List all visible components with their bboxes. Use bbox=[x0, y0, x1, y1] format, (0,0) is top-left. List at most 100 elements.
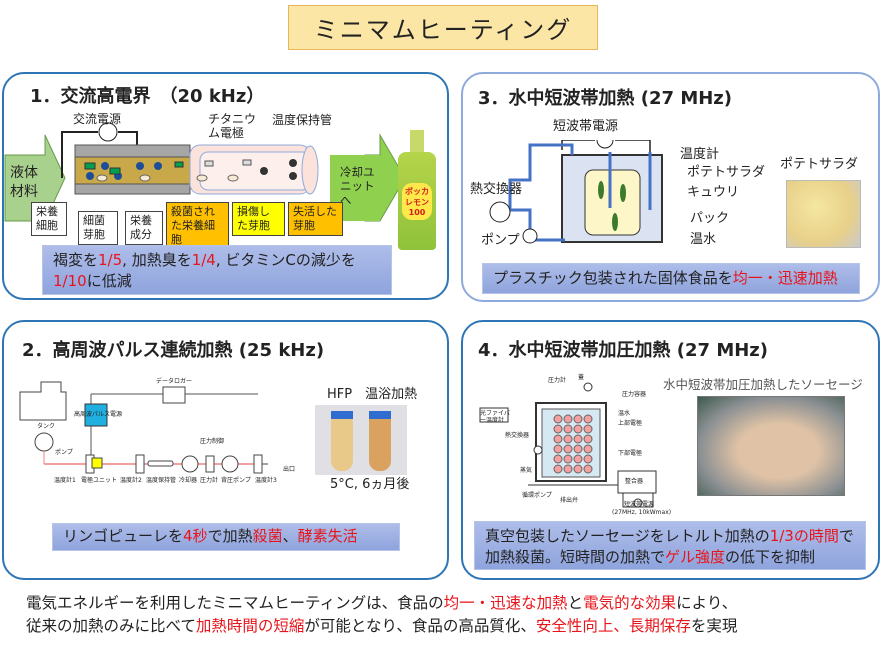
panel-heading: 2．高周波パルス連続加熱 (25 kHz) bbox=[22, 340, 325, 361]
lemon-bottle-image: ポッカレモン100 bbox=[398, 130, 436, 250]
summary-seg: が可能となり、食品の高品質化、 bbox=[304, 617, 536, 635]
potato-salad-photo bbox=[786, 180, 861, 248]
ac-source-icon bbox=[98, 122, 118, 142]
label-power: 短波帯電源 bbox=[624, 501, 655, 508]
label-t3: 温度計3 bbox=[255, 477, 277, 484]
label-pump: ポンプ bbox=[55, 449, 73, 456]
apple-puree-tubes-photo bbox=[315, 405, 407, 475]
photo-caption: 5°C, 6ヵ月後 bbox=[330, 477, 410, 492]
label-power: 交流電源 bbox=[73, 112, 122, 126]
label-fiber: 光ファイバー温度計 bbox=[480, 410, 510, 424]
label-matcher: 整合器 bbox=[625, 478, 644, 485]
label-cooling: 冷却ユニットへ bbox=[340, 165, 375, 207]
pressurized-diagram bbox=[479, 382, 657, 508]
label-lid: 蓋 bbox=[578, 374, 585, 381]
label-pcontrol: 圧力制御 bbox=[200, 438, 225, 445]
label-top-electrode: 上部電極 bbox=[618, 420, 643, 427]
label-back-pump: 背圧ポンプ bbox=[221, 477, 251, 484]
hf-power-icon bbox=[84, 403, 108, 427]
photo-header: HFP 温浴加熱 bbox=[327, 387, 418, 402]
label-spore: 細菌芽胞 bbox=[78, 211, 118, 245]
shortwave-diagram bbox=[489, 140, 663, 244]
label-water: 温水 bbox=[690, 232, 717, 247]
label-logger: データロガー bbox=[156, 378, 193, 385]
summary-seg: 加熱時間の短縮 bbox=[195, 617, 305, 635]
caption-seg: 褐変を bbox=[53, 251, 99, 269]
panel-heading: 4．水中短波帯加圧加熱 (27 MHz) bbox=[478, 340, 769, 361]
caption-seg: で bbox=[838, 527, 854, 545]
panel-heading: 1．交流高電界 （20 kHz） bbox=[30, 86, 265, 107]
label-tank: タンク bbox=[37, 423, 56, 430]
tank-icon bbox=[19, 381, 67, 421]
label-holding-tube: 温度保持管 bbox=[272, 113, 333, 127]
caption-seg: に低減 bbox=[86, 272, 132, 290]
caption-seg: の低下を抑制 bbox=[725, 548, 816, 566]
caption-seg: 真空包装したソーセージをレトルト加熱の bbox=[485, 527, 770, 545]
summary-seg: により、従来の加熱のみに比べて bbox=[26, 594, 738, 635]
summary-seg: を実現 bbox=[690, 617, 738, 635]
caption-seg: 1/5 bbox=[98, 251, 123, 269]
label-outlet: 出口 bbox=[283, 466, 296, 473]
label-drain: 排出弁 bbox=[560, 497, 579, 504]
caption-seg: , ビタミンCの減少を bbox=[215, 251, 356, 269]
label-t1: 温度計1 bbox=[54, 477, 76, 484]
label-pressure: 圧力計 bbox=[200, 477, 219, 484]
caption-seg: 酵素失活 bbox=[297, 527, 358, 545]
caption-seg: プラスチック包装された固体食品を bbox=[493, 269, 733, 287]
label-exchanger: 熱交換器 bbox=[505, 432, 530, 439]
label-electrode: チタニウム電極 bbox=[208, 112, 257, 140]
label-circ-pump: 循環ポンプ bbox=[522, 492, 552, 499]
label-cooler: 冷却器 bbox=[179, 477, 198, 484]
caption-seg: 、 bbox=[282, 527, 298, 545]
logger-icon bbox=[162, 386, 186, 404]
caption-seg: 殺菌 bbox=[252, 527, 283, 545]
hf-pulse-diagram bbox=[19, 381, 268, 474]
caption-seg: リンゴピューレを bbox=[63, 527, 184, 545]
photo-title: ポテトサラダ bbox=[780, 157, 859, 172]
label-t2: 温度計2 bbox=[120, 477, 142, 484]
panel2-caption: リンゴピューレを4秒で加熱殺菌、酵素失活 bbox=[52, 523, 400, 551]
label-bottom-electrode: 下部電極 bbox=[618, 450, 643, 457]
caption-seg: 1/4 bbox=[191, 251, 216, 269]
label-inactivated-spore: 失活した芽胞 bbox=[288, 202, 343, 236]
caption-seg: 均一・迅速加熱 bbox=[732, 269, 838, 287]
sausage-photo bbox=[697, 396, 845, 496]
label-steam: 蒸気 bbox=[520, 467, 533, 474]
label-holding: 温度保持管 bbox=[146, 477, 177, 484]
label-vessel: 圧力容器 bbox=[622, 391, 647, 398]
caption-seg: 1/10 bbox=[53, 272, 87, 290]
pump-icon bbox=[522, 228, 538, 244]
heat-exchanger-icon bbox=[489, 201, 511, 223]
label-exchanger: 熱交換器 bbox=[470, 182, 523, 197]
summary-text: 電気エネルギーを利用したミニマムヒーティングは、食品の均一・迅速な加熱と電気的な… bbox=[26, 592, 737, 638]
bottle-label: ポッカレモン100 bbox=[402, 182, 432, 220]
label-cucumber: キュウリ bbox=[687, 185, 740, 200]
label-gauge: 圧力計 bbox=[548, 377, 567, 384]
label-power-spec: (27MHz, 10kWmax) bbox=[612, 509, 672, 516]
label-pump: ポンプ bbox=[481, 233, 520, 248]
summary-seg: 安全性向上、長期保存 bbox=[535, 617, 691, 635]
label-pack: パック bbox=[690, 211, 730, 226]
panel4-caption: 真空包装したソーセージをレトルト加熱の1/3の時間で加熱殺菌。短時間の加熱でゲル… bbox=[474, 521, 866, 570]
summary-seg: 電気的な効果 bbox=[583, 594, 677, 612]
summary-seg: 均一・迅速な加熱 bbox=[443, 594, 568, 612]
label-veg-cell: 栄養細胞 bbox=[31, 202, 67, 236]
panel3-caption: プラスチック包装された固体食品を均一・迅速加熱 bbox=[482, 263, 860, 294]
label-water: 温水 bbox=[618, 410, 631, 417]
label-electrode: 電極ユニット bbox=[81, 477, 118, 484]
photo-header: 水中短波帯加圧加熱したソーセージ bbox=[663, 377, 863, 392]
panel-heading: 3．水中短波帯加熱 (27 MHz) bbox=[478, 88, 733, 109]
caption-seg: ゲル強度 bbox=[665, 548, 726, 566]
label-killed-cells: 殺菌された栄養細胞 bbox=[166, 202, 229, 250]
caption-seg: 1/3の時間 bbox=[769, 527, 839, 545]
label-thermometer: 温度計 bbox=[680, 147, 720, 162]
caption-seg: で加熱 bbox=[207, 527, 253, 545]
summary-seg: 電気エネルギーを利用したミニマムヒーティングは、食品の bbox=[26, 594, 444, 612]
caption-seg: 4秒 bbox=[183, 527, 208, 545]
label-damaged-spore: 損傷した芽胞 bbox=[232, 202, 285, 236]
label-liquid: 液体材料 bbox=[10, 165, 38, 200]
label-potato: ポテトサラダ bbox=[687, 165, 766, 180]
label-nutrient: 栄養成分 bbox=[125, 211, 163, 245]
slide-title: ミニマムヒーティング bbox=[288, 5, 598, 50]
